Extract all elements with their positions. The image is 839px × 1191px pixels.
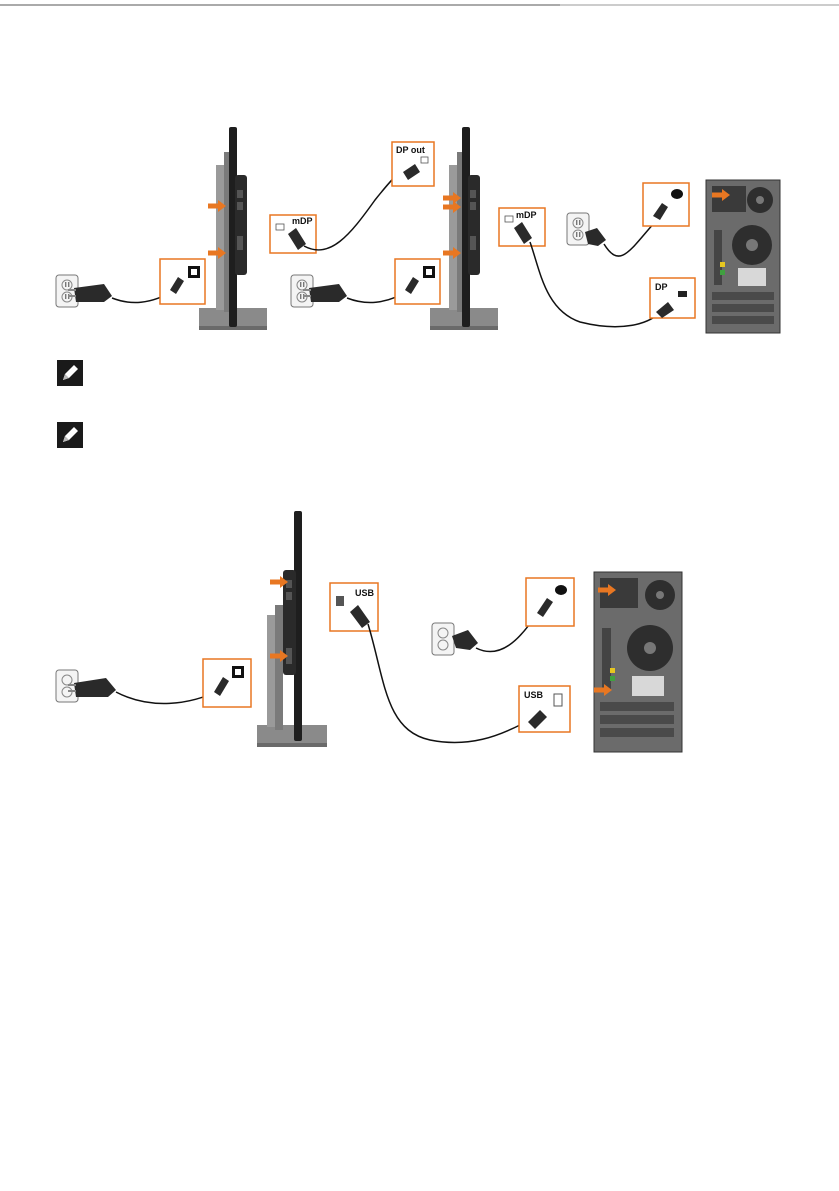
wall-outlet-5: [432, 623, 454, 655]
computer-tower-rear-1: [706, 180, 780, 333]
monitor-3-side-view: [257, 511, 327, 747]
wall-outlet-3: [567, 213, 589, 245]
note-pencil-icon: [57, 360, 83, 386]
header-rule: [0, 0, 839, 14]
monitor-1-side-view: [199, 127, 267, 330]
dp-out-label: DP out: [396, 145, 425, 155]
usb-label-monitor: USB: [355, 588, 375, 598]
dp-daisy-chain-diagram: mDP DP out mDP: [0, 110, 839, 345]
mdp-label-2: mDP: [516, 210, 537, 220]
usb-label-computer: USB: [524, 690, 544, 700]
dp-label: DP: [655, 282, 668, 292]
mdp-label-1: mDP: [292, 216, 313, 226]
computer-tower-rear-2: [594, 572, 682, 752]
usb-connection-diagram: USB USB: [0, 505, 839, 760]
computer-power-callout: [643, 183, 689, 226]
note-pencil-icon: [57, 422, 83, 448]
